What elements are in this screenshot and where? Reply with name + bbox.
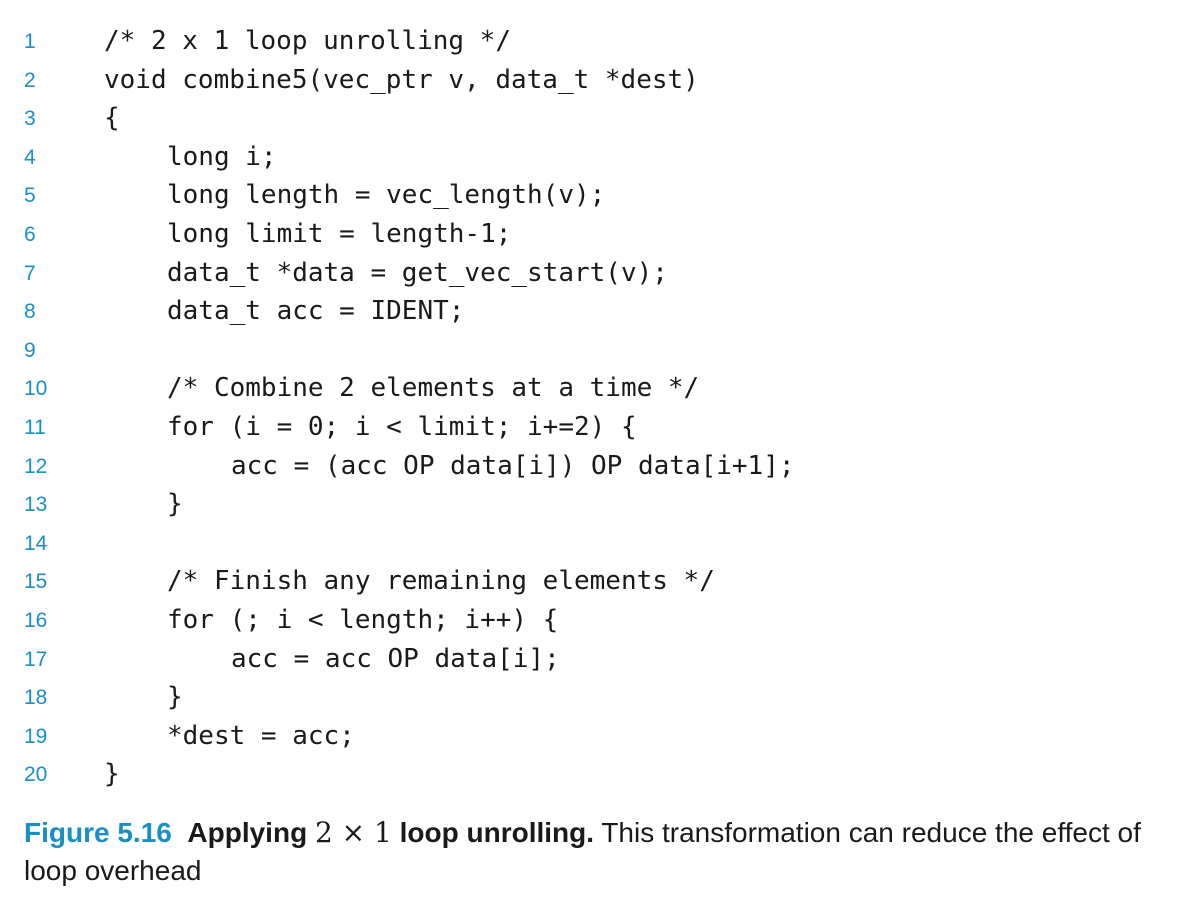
- code-line: 16 for (; i < length; i++) {: [0, 601, 1204, 640]
- line-number: 4: [24, 145, 36, 169]
- code-text: /* Combine 2 elements at a time */: [167, 373, 700, 404]
- line-number: 13: [24, 493, 48, 517]
- code-text: data_t *data = get_vec_start(v);: [167, 257, 668, 288]
- line-number: 8: [24, 300, 36, 324]
- line-number: 6: [24, 222, 36, 246]
- caption-title-suffix: loop unrolling.: [399, 817, 595, 848]
- line-number: 16: [24, 608, 48, 632]
- code-line: 15 /* Finish any remaining elements */: [0, 562, 1204, 601]
- code-text: for (; i < length; i++) {: [167, 604, 559, 635]
- figure-caption: Figure 5.16 Applying 2 × 1 loop unrollin…: [24, 814, 1174, 890]
- code-line: 14: [0, 524, 1204, 563]
- code-text: long length = vec_length(v);: [167, 180, 606, 211]
- code-text: acc = acc OP data[i];: [231, 643, 560, 674]
- line-number: 15: [24, 570, 48, 594]
- code-line: 10 /* Combine 2 elements at a time */: [0, 369, 1204, 408]
- code-text: /* Finish any remaining elements */: [167, 566, 715, 597]
- line-number: 7: [24, 261, 36, 285]
- code-text: }: [104, 759, 120, 790]
- code-text: long limit = length-1;: [167, 218, 512, 249]
- code-line: 20}: [0, 755, 1204, 794]
- line-number: 20: [24, 763, 48, 787]
- code-line: 8 data_t acc = IDENT;: [0, 292, 1204, 331]
- code-text: *dest = acc;: [167, 720, 355, 751]
- line-number: 11: [24, 415, 46, 439]
- line-number: 19: [24, 724, 48, 748]
- code-line: 2 void combine5(vec_ptr v, data_t *dest): [0, 61, 1204, 100]
- code-line: 18}: [0, 678, 1204, 717]
- figure-label: Figure 5.16: [24, 817, 172, 848]
- code-text: {: [104, 103, 120, 134]
- code-line: 5 long length = vec_length(v);: [0, 176, 1204, 215]
- caption-body: This transformation can reduce the effec…: [24, 817, 1141, 886]
- code-line: 19 *dest = acc;: [0, 717, 1204, 756]
- line-number: 18: [24, 686, 48, 710]
- code-line: 13}: [0, 485, 1204, 524]
- line-number: 1: [24, 30, 36, 53]
- code-line: 9: [0, 331, 1204, 370]
- code-text: void combine5(vec_ptr v, data_t *dest): [104, 64, 699, 95]
- code-line: 11 for (i = 0; i < limit; i+=2) {: [0, 408, 1204, 447]
- line-number: 9: [24, 338, 36, 362]
- line-number: 12: [24, 454, 48, 478]
- line-number: 5: [24, 184, 36, 208]
- code-listing: 1 /* 2 x 1 loop unrolling */ 2 void combine…: [0, 22, 1204, 794]
- code-text: for (i = 0; i < limit; i+=2) {: [167, 411, 637, 442]
- code-line: 6 long limit = length-1;: [0, 215, 1204, 254]
- code-text: /* 2 x 1 loop unrolling */: [104, 26, 511, 56]
- code-line: 7 data_t *data = get_vec_start(v);: [0, 254, 1204, 293]
- line-number: 3: [24, 107, 36, 131]
- code-text: }: [167, 489, 183, 520]
- code-line: 4 long i;: [0, 138, 1204, 177]
- code-line: 1 /* 2 x 1 loop unrolling */: [0, 22, 1204, 61]
- code-line: 3{: [0, 99, 1204, 138]
- code-text: data_t acc = IDENT;: [167, 296, 465, 327]
- code-line: 12 acc = (acc OP data[i]) OP data[i+1];: [0, 447, 1204, 486]
- line-number: 2: [24, 68, 36, 92]
- code-text: }: [167, 682, 183, 713]
- code-line: 17 acc = acc OP data[i];: [0, 640, 1204, 679]
- caption-title-prefix: Applying: [187, 817, 308, 848]
- line-number: 10: [24, 377, 48, 401]
- code-text: long i;: [167, 141, 277, 172]
- caption-title-math: 2 × 1: [314, 816, 392, 849]
- code-text: acc = (acc OP data[i]) OP data[i+1];: [231, 450, 795, 481]
- line-number: 14: [24, 531, 48, 555]
- line-number: 17: [24, 647, 48, 671]
